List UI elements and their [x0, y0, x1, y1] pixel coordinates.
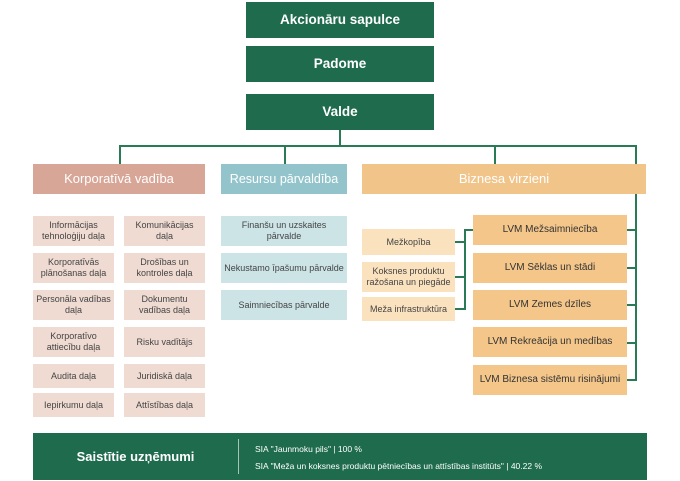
- business-directions-header: Biznesa virzieni: [362, 164, 646, 194]
- connector-lvm-1: [627, 229, 637, 231]
- unit-procurement: Iepirkumu daļa: [33, 393, 114, 417]
- unit-legal: Juridiskā daļa: [124, 364, 205, 388]
- connector-lvm-2: [627, 267, 637, 269]
- unit-risk-manager: Risku vadītājs: [124, 327, 205, 357]
- unit-documents: Dokumentu vadības daļa: [124, 290, 205, 320]
- connector-lvm-5: [627, 379, 637, 381]
- affiliate-research-institute: SIA "Meža un koksnes produktu pētniecība…: [255, 461, 543, 471]
- unit-it: Informācijas tehnoloģiju daļa: [33, 216, 114, 246]
- connector-sub-vertical: [464, 229, 466, 310]
- unit-finance: Finanšu un uzskaites pārvalde: [221, 216, 347, 246]
- corporate-governance-header: Korporatīvā vadība: [33, 164, 205, 194]
- affiliated-companies-panel: Saistītie uzņēmumi SIA "Jaunmoku pils" |…: [33, 433, 647, 480]
- lvm-seeds-seedlings: LVM Sēklas un stādi: [473, 253, 627, 283]
- unit-corporate-relations: Korporatīvo attiecību daļa: [33, 327, 114, 357]
- lvm-subsoil: LVM Zemes dzīles: [473, 290, 627, 320]
- unit-personnel: Personāla vadības daļa: [33, 290, 114, 320]
- footer-divider: [238, 439, 239, 474]
- unit-real-estate: Nekustamo īpašumu pārvalde: [221, 253, 347, 283]
- unit-security-control: Drošības un kontroles daļa: [124, 253, 205, 283]
- unit-audit: Audita daļa: [33, 364, 114, 388]
- connector-sub-to-lvm: [464, 229, 473, 231]
- connector-right-vertical: [635, 145, 637, 381]
- unit-wood-products: Koksnes produktu ražošana un piegāde: [362, 262, 455, 292]
- connector-sub-mezkopiba: [455, 241, 465, 243]
- lvm-forestry: LVM Mežsaimniecība: [473, 215, 627, 245]
- connector-sub-koksne: [455, 276, 465, 278]
- connector-lvm-3: [627, 304, 637, 306]
- unit-communication: Komunikācijas daļa: [124, 216, 205, 246]
- lvm-recreation-hunting: LVM Rekreācija un medības: [473, 327, 627, 357]
- connector-resources: [284, 145, 286, 165]
- connector-horizontal-top: [119, 145, 636, 147]
- connector-corporate: [119, 145, 121, 165]
- shareholders-box: Akcionāru sapulce: [246, 2, 434, 38]
- unit-facilities: Saimniecības pārvalde: [221, 290, 347, 320]
- lvm-business-systems: LVM Biznesa sistēmu risinājumi: [473, 365, 627, 395]
- unit-forestry: Mežkopība: [362, 229, 455, 255]
- unit-forest-infrastructure: Meža infrastruktūra: [362, 297, 455, 321]
- connector-board-down: [339, 130, 341, 146]
- affiliate-jaunmoku: SIA "Jaunmoku pils" | 100 %: [255, 444, 362, 454]
- council-box: Padome: [246, 46, 434, 82]
- connector-sub-infra: [455, 308, 465, 310]
- connector-lvm-4: [627, 342, 637, 344]
- unit-development: Attīstības daļa: [124, 393, 205, 417]
- unit-corporate-planning: Korporatīvās plānošanas daļa: [33, 253, 114, 283]
- resource-management-header: Resursu pārvaldība: [221, 164, 347, 194]
- affiliated-companies-title: Saistītie uzņēmumi: [76, 449, 195, 464]
- connector-business: [494, 145, 496, 165]
- board-box: Valde: [246, 94, 434, 130]
